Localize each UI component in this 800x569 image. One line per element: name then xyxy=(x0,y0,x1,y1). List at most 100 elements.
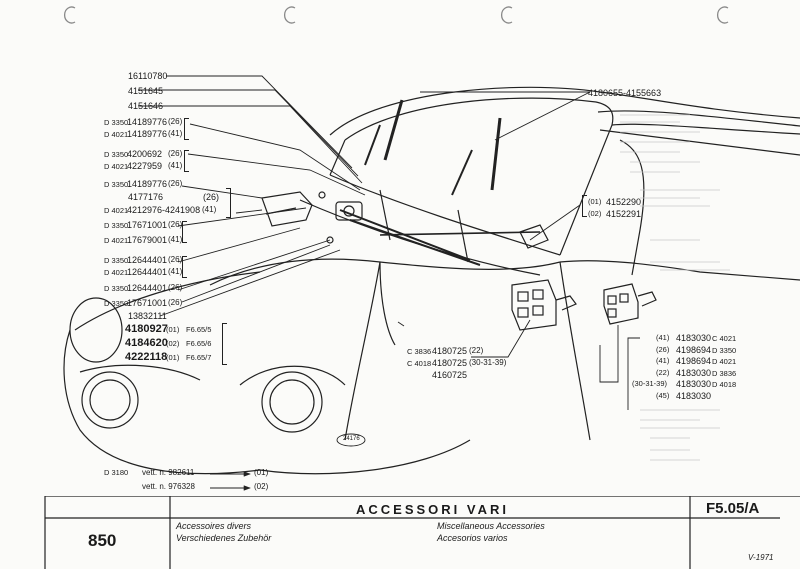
exploded-view-drawing xyxy=(63,75,800,491)
footer-rules xyxy=(44,496,800,569)
variant-tag: (02) xyxy=(166,339,180,348)
prefix-code: D 3350 xyxy=(104,221,129,230)
figure-reference: F6.65/6 xyxy=(186,339,212,348)
drawing-number: 24176 xyxy=(343,436,360,442)
variant-tag: (41) xyxy=(656,356,670,365)
prefix-code: D 4021 xyxy=(104,236,129,245)
variant-tag: (01) xyxy=(166,325,180,334)
prefix-code: D 3350 xyxy=(104,284,129,293)
variant-tag: (30-31-39) xyxy=(469,358,507,367)
part-number: 4200692 xyxy=(127,149,163,159)
title-english: Miscellaneous Accessories xyxy=(437,521,545,531)
kit-part-number: 4222118 xyxy=(125,351,168,363)
bracket xyxy=(226,188,231,218)
prefix-code: D 4021 xyxy=(104,130,129,139)
title-german: Verschiedenes Zubehör xyxy=(176,533,272,543)
part-number: 4198694 xyxy=(676,356,712,366)
figure-reference: F6.65/7 xyxy=(186,353,212,362)
edition-date: V-1971 xyxy=(748,553,774,562)
part-number: 4177176 xyxy=(128,192,164,202)
prefix-code: D 3836 xyxy=(712,368,737,378)
variant-tag: (41) xyxy=(168,161,183,170)
prefix-code: D 3350 xyxy=(104,299,129,308)
bracket xyxy=(182,256,187,278)
variant-tag: (26) xyxy=(168,179,183,188)
binder-ring-icon xyxy=(717,6,729,24)
variant-tag: (01) xyxy=(254,468,269,477)
variant-tag: (01) xyxy=(166,353,180,362)
part-number: 4180725 xyxy=(432,358,468,368)
variant-tag: (26) xyxy=(203,192,220,202)
prefix-code: D 3350 xyxy=(104,118,129,127)
part-number: 4198694 xyxy=(676,344,712,355)
binder-ring-icon xyxy=(501,6,513,24)
part-number: 12644401 xyxy=(127,267,168,277)
variant-tag: (41) xyxy=(656,333,670,342)
kit-part-number: 4180927 xyxy=(125,323,168,335)
title-spanish: Accesorios varios xyxy=(437,533,508,543)
part-number: 14189776 xyxy=(127,129,168,139)
variant-tag: (41) xyxy=(168,129,183,138)
bracket xyxy=(222,323,227,365)
binder-ring-icon xyxy=(284,6,296,24)
part-number: 4183030 xyxy=(676,367,712,378)
prefix-code: D 4018 xyxy=(712,380,737,389)
part-number: 17679001 xyxy=(127,235,168,245)
prefix-code: D 3350 xyxy=(104,150,129,159)
page-reference: F5.05/A xyxy=(706,500,760,517)
bracket xyxy=(184,118,189,140)
variant-tag: (26) xyxy=(168,255,183,264)
variant-tag: (22) xyxy=(656,367,670,377)
prefix-code: D 3350 xyxy=(104,256,129,265)
part-number: 4152290 xyxy=(606,197,642,207)
variant-tag: (26) xyxy=(168,298,183,307)
prefix-code: D 3350 xyxy=(104,180,129,189)
prefix-code: D 3350 xyxy=(712,345,737,355)
variant-tag: (26) xyxy=(168,117,183,126)
binder-ring-icon xyxy=(64,6,76,24)
prefix-code: D 4021 xyxy=(712,357,737,366)
part-number: 4227959 xyxy=(127,161,163,171)
part-number: 4151646 xyxy=(128,101,164,111)
part-number: 16110780 xyxy=(128,71,168,81)
page-title: ACCESSORI VARI xyxy=(356,502,509,517)
prefix-code: C 4021 xyxy=(712,334,737,343)
part-number: 14189776 xyxy=(127,179,168,189)
variant-tag: (26) xyxy=(168,149,183,158)
part-number: 4183030 xyxy=(676,333,712,343)
part-number: 14189776 xyxy=(127,117,168,127)
part-number: 17671001 xyxy=(127,298,168,308)
bracket xyxy=(582,195,587,217)
part-number: 13832111 xyxy=(128,311,167,321)
variant-tag: (41) xyxy=(168,235,183,244)
part-number: 4160725 xyxy=(432,370,468,380)
variant-tag: (22) xyxy=(469,346,484,355)
bracket xyxy=(184,150,189,172)
part-number: 12644401 xyxy=(127,283,168,293)
variant-tag: (26) xyxy=(168,283,183,292)
variant-tag: (26) xyxy=(168,220,183,229)
prefix-code: C 3836 xyxy=(407,347,432,356)
part-number: 4183030 xyxy=(676,390,712,401)
figure-reference: F6.65/5 xyxy=(186,325,212,334)
part-number: 4183030 xyxy=(676,379,712,389)
part-number: 4152291 xyxy=(606,209,642,219)
model-number: 850 xyxy=(88,531,117,550)
part-number: 12644401 xyxy=(127,255,168,265)
prefix-code: C 4018 xyxy=(407,359,432,368)
variant-tag: (41) xyxy=(202,205,217,214)
part-number: 4151645 xyxy=(128,86,164,96)
kit-part-number: 4184620 xyxy=(125,337,168,349)
part-number: 4180725 xyxy=(432,346,468,356)
prefix-code: D 4021 xyxy=(104,206,129,215)
prefix-code: D 4021 xyxy=(104,162,129,171)
variant-tag: (45) xyxy=(656,390,670,400)
prefix-code: D 4021 xyxy=(104,268,129,277)
title-french: Accessoires divers xyxy=(176,521,252,531)
variant-tag: (41) xyxy=(168,267,183,276)
variant-tag: (02) xyxy=(588,209,602,218)
variant-tag: (02) xyxy=(254,482,269,491)
bracket xyxy=(182,221,187,243)
wiper-blade-code: 4180655-4155663 xyxy=(588,88,662,98)
